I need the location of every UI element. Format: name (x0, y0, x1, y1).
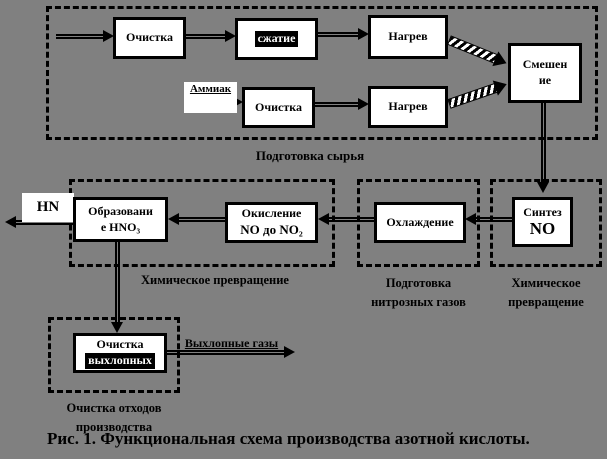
node-label: сжатие (254, 31, 299, 47)
node-label-line2: ие (538, 73, 552, 87)
group-label-text: Химическое превращение (141, 273, 289, 287)
node-label-line1: Образовани (88, 203, 153, 218)
group-label-line2: производства (75, 419, 153, 434)
group-label-waste-cleaning: Очистка отходов производства (39, 399, 189, 437)
node-mixing: Смешен ие (508, 43, 582, 103)
node-heating-air: Нагрев (368, 15, 448, 59)
node-label-line1: Очистка (96, 337, 144, 352)
node-label-line2: е HNO₃ (100, 219, 141, 234)
node-oxidation: Окисление NO до NO₂ (225, 202, 318, 243)
group-raw-preparation (46, 6, 598, 140)
node-label: Охлаждение (386, 214, 454, 229)
arrow-cleaning-to-heating-2 (315, 98, 369, 111)
figure-caption: Рис. 1. Функциональная схема производств… (47, 429, 530, 448)
group-waste-cleaning (48, 317, 180, 393)
node-label-line2: выхлопных (85, 353, 155, 369)
arrow-exhaust-outlet (167, 346, 295, 359)
acid-out-text: HN (36, 199, 60, 215)
node-compression: сжатие (235, 18, 318, 60)
label-exhaust-gases: Выхлопные газы (174, 334, 289, 352)
group-label-text: Подготовка сырья (255, 148, 365, 163)
node-cleaning-air: Очистка (113, 17, 186, 59)
node-synthesis-no: Синтез NO (512, 197, 573, 247)
node-cleaning-ammonia: Очистка (242, 87, 315, 128)
group-label-line2: нитрозных газов (371, 294, 466, 309)
arrow-cleaning-to-compression (186, 30, 236, 43)
arrow-mixing-to-synthesis (537, 102, 550, 193)
node-cooling: Охлаждение (374, 202, 466, 243)
label-ammonia: Аммиак (184, 82, 237, 113)
group-chemical-conversion-right (490, 179, 602, 267)
node-label-line1: Смешен (522, 57, 568, 72)
exhaust-gases-text: Выхлопные газы (184, 336, 279, 350)
node-label-line2: NO (529, 219, 556, 239)
group-label-line2: превращение (508, 294, 584, 309)
node-label-line2: NO до NO₂ (240, 221, 303, 237)
group-label-chemical-conversion-right: Химическое превращение (487, 274, 605, 312)
arrow-formation-to-exhaust-cleaning (111, 242, 124, 333)
group-label-line1: Подготовка (385, 276, 452, 290)
group-label-line1: Очистка отходов (66, 401, 162, 415)
node-exhaust-cleaning: Очистка выхлопных (73, 333, 167, 373)
arrow-cooling-to-oxidation (318, 213, 374, 226)
group-nitrous-gas-preparation (357, 179, 480, 267)
node-heating-ammonia: Нагрев (368, 86, 448, 128)
ammonia-text: Аммиак (189, 83, 232, 95)
node-label: Нагрев (388, 99, 428, 114)
node-label: Нагрев (388, 29, 428, 44)
group-label-line1: Химическое (511, 276, 581, 290)
group-label-raw-preparation: Подготовка сырья (225, 146, 395, 166)
label-acid-out: HN (22, 193, 74, 222)
group-label-chemical-conversion-left: Химическое превращение (120, 271, 310, 290)
arrow-oxidation-to-formation (168, 213, 225, 226)
node-formation-hno3: Образовани е HNO₃ (73, 197, 168, 242)
node-label: Очистка (126, 30, 173, 45)
arrow-air-inlet (56, 30, 114, 43)
arrow-compression-to-heating (318, 28, 369, 41)
node-label: Очистка (255, 99, 302, 114)
node-label-line1: Синтез (523, 204, 562, 219)
arrow-synthesis-to-cooling (465, 213, 512, 226)
node-label-line1: Окисление (241, 206, 302, 221)
group-label-nitrous-gas-preparation: Подготовка нитрозных газов (352, 274, 485, 312)
